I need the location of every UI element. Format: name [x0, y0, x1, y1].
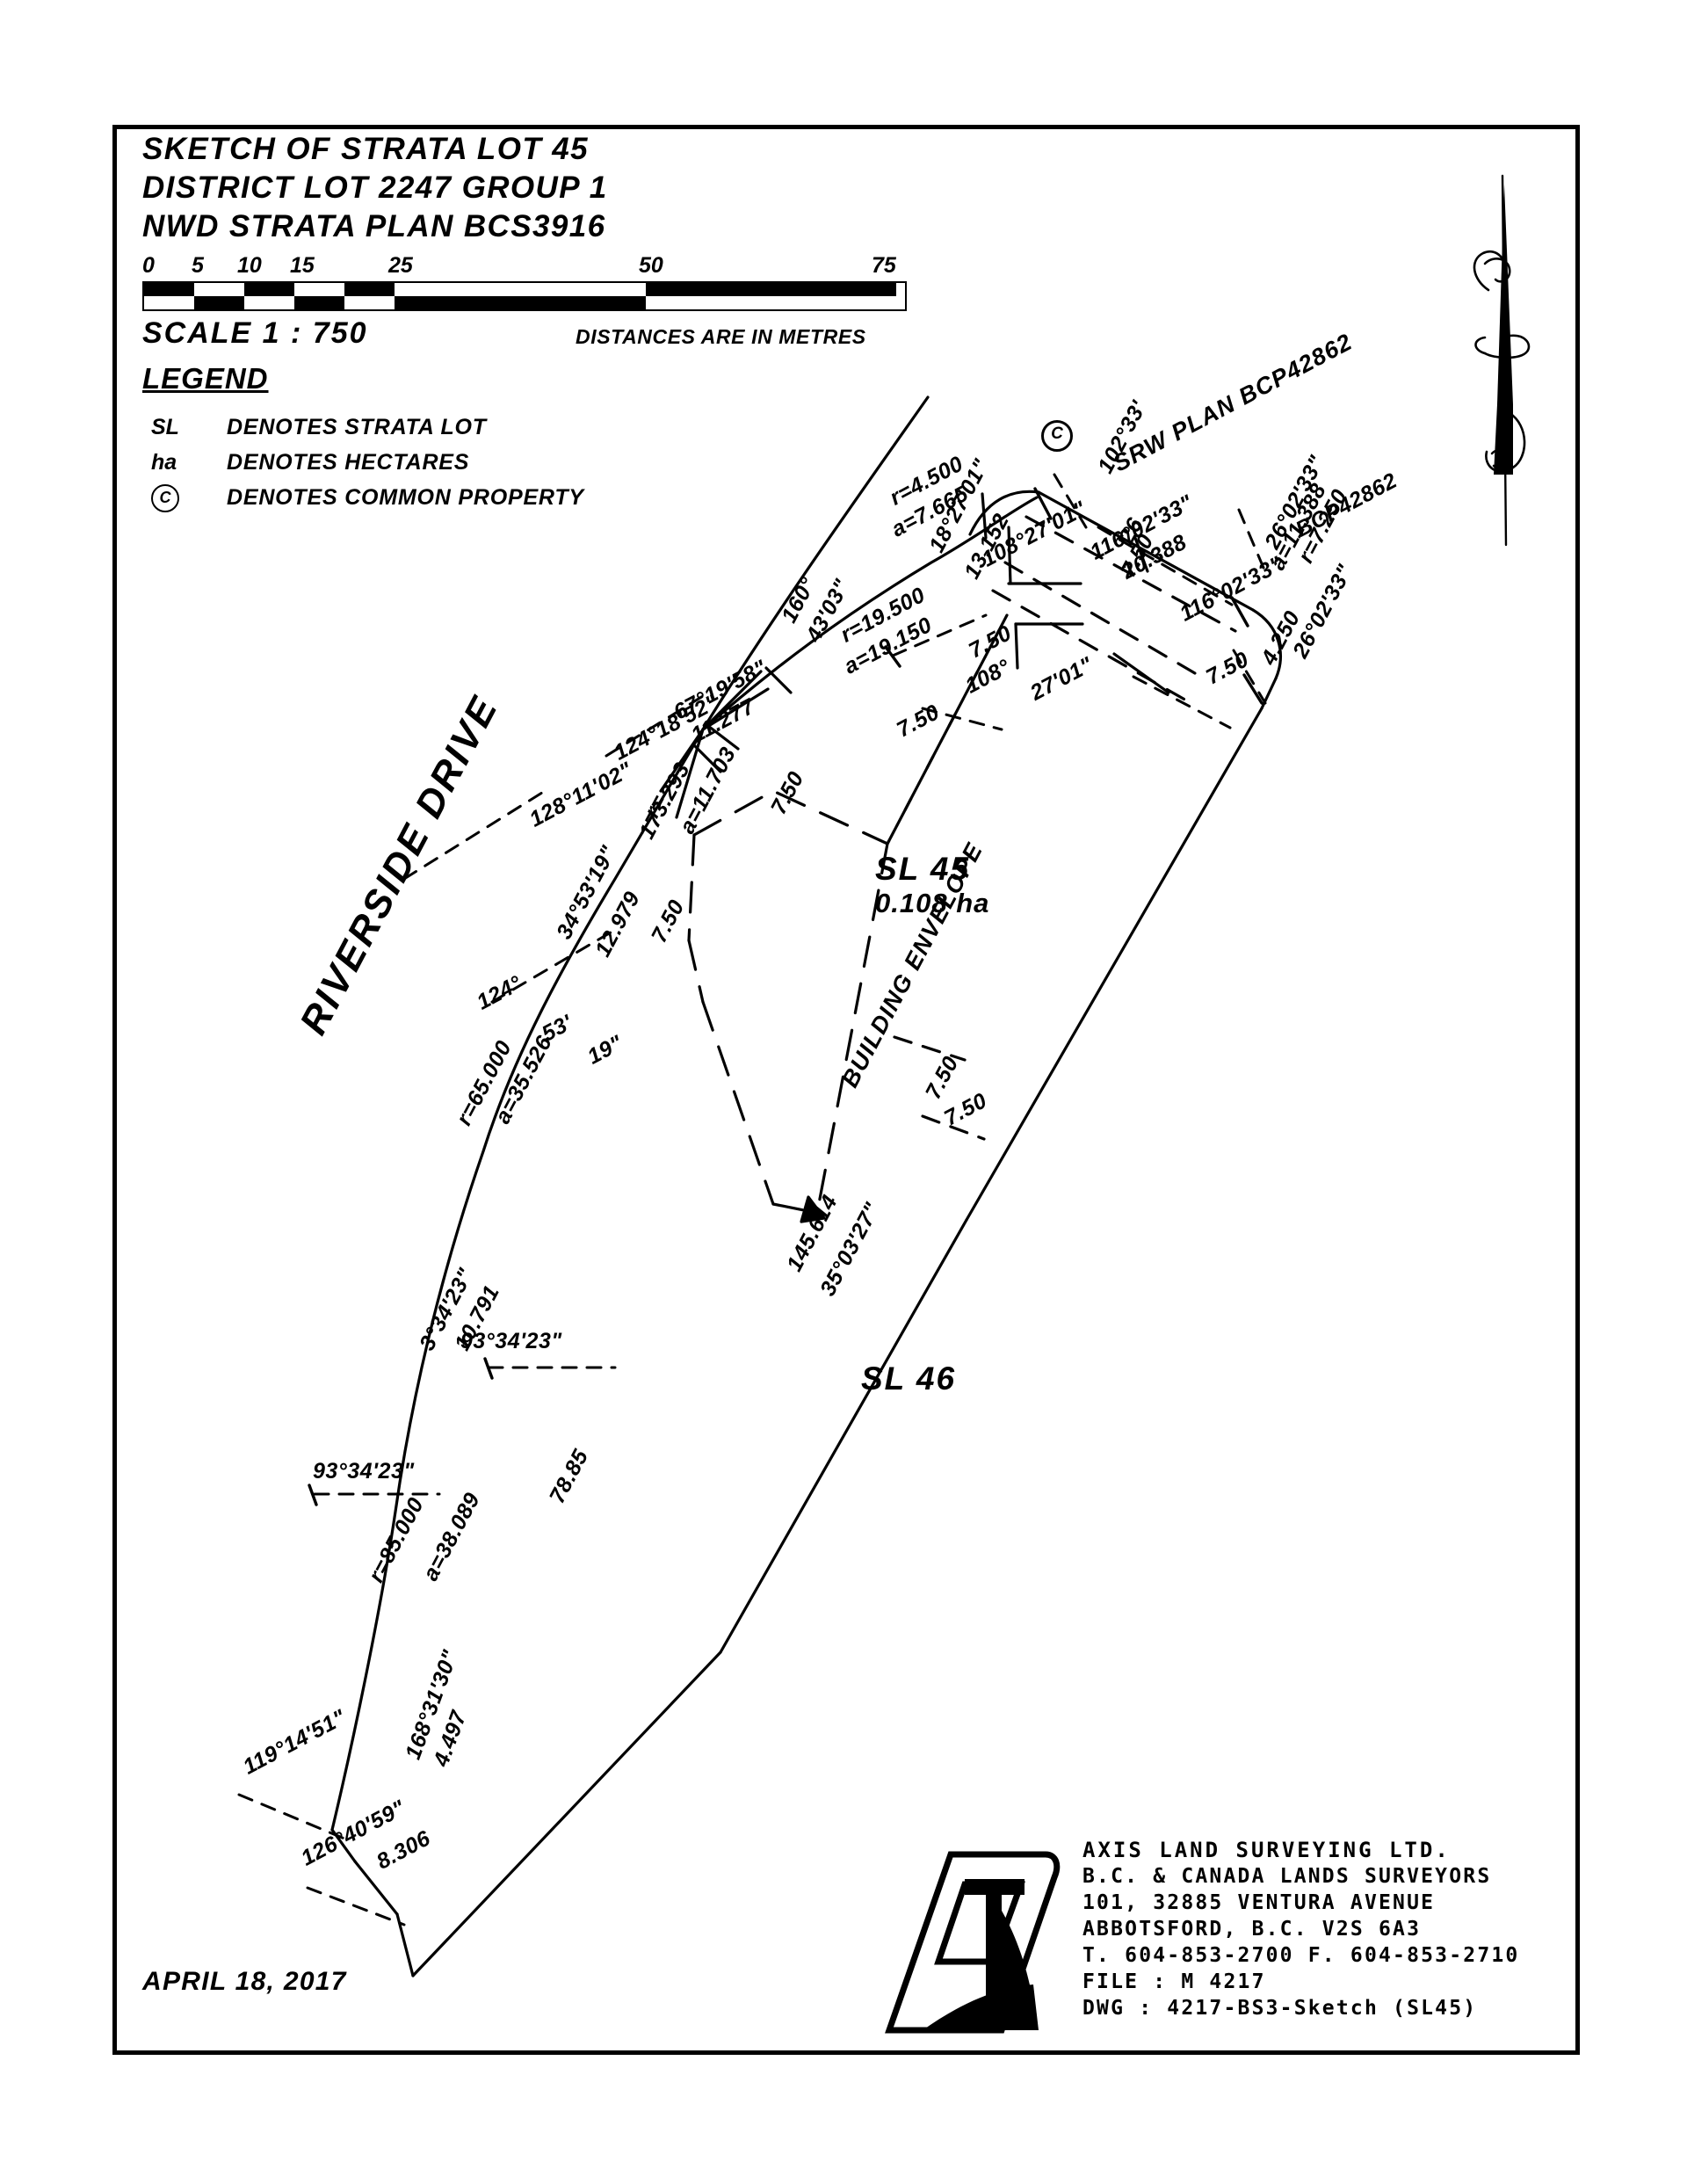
- legend-title: LEGEND: [142, 362, 269, 395]
- road-seg-a: [353, 1860, 399, 1916]
- vertex-leader-2: [701, 670, 763, 731]
- dimension-ticks: [308, 487, 1263, 1506]
- drawing-border: [112, 125, 1580, 2055]
- lot-area-sl45: 0.108 ha: [875, 888, 990, 918]
- lot-offset-line-5: [1112, 652, 1170, 694]
- lot-label-sl45: SL 45 0.108 ha: [875, 851, 989, 919]
- legend-key-common-property: C: [151, 483, 227, 512]
- drawing-number: DWG : 4217-BS3-Sketch (SL45): [1082, 1997, 1478, 2020]
- vertex-leader-3: [659, 728, 705, 793]
- vertex-leader-4: [675, 728, 705, 819]
- road-boundary-line: [330, 395, 930, 1832]
- distances-note: DISTANCES ARE IN METRES: [576, 325, 866, 348]
- scale-text: SCALE 1 : 750: [142, 316, 368, 350]
- lot-offset-line-7: [1133, 536, 1149, 573]
- file-number: FILE : M 4217: [1082, 1970, 1266, 1993]
- plan-title-line-1: SKETCH OF STRATA LOT 45: [142, 132, 589, 166]
- scale-tick-5: 5: [192, 253, 204, 278]
- north-arc-top: [968, 490, 1040, 536]
- legend-desc-ha: DENOTES HECTARES: [227, 449, 470, 475]
- lot-offset-line-4: [1014, 622, 1019, 670]
- scale-tick-75: 75: [872, 253, 896, 278]
- company-qualification: B.C. & CANADA LANDS SURVEYORS: [1082, 1865, 1492, 1888]
- lot-offset-line-6: [981, 492, 988, 540]
- boundary-tick-3: [692, 744, 722, 773]
- company-address-line2: ABBOTSFORD, B.C. V2S 6A3: [1082, 1918, 1422, 1941]
- vertex-leader-1: [701, 687, 770, 731]
- srw-east-arc: [1251, 608, 1282, 680]
- north-boundary-curve: [701, 496, 1039, 731]
- legend-desc-sl: DENOTES STRATA LOT: [227, 414, 487, 439]
- legend-list: SL DENOTES STRATA LOT ha DENOTES HECTARE…: [151, 410, 584, 515]
- boundary-tick-2: [706, 724, 740, 751]
- offset-dash-lines: [893, 1035, 986, 1141]
- company-title-block: AXIS LAND SURVEYING LTD. B.C. & CANADA L…: [1082, 1837, 1519, 2021]
- scale-tick-15: 15: [290, 253, 315, 278]
- boundary-tick-1: [764, 666, 793, 694]
- plan-title-block: SKETCH OF STRATA LOT 45 DISTRICT LOT 224…: [142, 130, 608, 246]
- lot-offset-line-1: [1007, 526, 1012, 585]
- plan-title-line-3: NWD STRATA PLAN BCS3916: [142, 209, 606, 243]
- scale-bar-ticks: 0 5 10 15 25 50 75: [142, 253, 907, 281]
- plan-date: APRIL 18, 2017: [142, 1967, 347, 1996]
- scale-tick-25: 25: [388, 253, 413, 278]
- lot-label-sl46: SL 46: [861, 1360, 956, 1397]
- lot-name-sl46: SL 46: [861, 1360, 957, 1397]
- lot-name-sl45: SL 45: [875, 851, 971, 887]
- common-property-icon: C: [151, 483, 179, 512]
- building-envelope-arrow: [800, 1195, 826, 1223]
- company-phone: T. 604-853-2700 F. 604-853-2710: [1082, 1944, 1520, 1967]
- legend-key-sl: SL: [151, 414, 179, 439]
- scale-bar: 0 5 10 15 25 50 75: [142, 253, 907, 311]
- company-name: AXIS LAND SURVEYING LTD.: [1082, 1838, 1451, 1862]
- east-boundary-line: [1260, 677, 1278, 710]
- north-arrow-icon: [1473, 174, 1531, 547]
- bearing-distance-label-a43: 93°34'23": [460, 1329, 562, 1353]
- bearing-leader-dashes: [237, 473, 1267, 1926]
- common-property-mark-1: C: [1041, 420, 1073, 452]
- srw-boundary-line: [1037, 490, 1255, 612]
- legend-item-common-property: C DENOTES COMMON PROPERTY: [151, 480, 584, 515]
- legend-item-sl: SL DENOTES STRATA LOT: [151, 410, 584, 445]
- bearing-distance-label-a46: 93°34'23": [313, 1459, 415, 1484]
- sl45-sl46-division: [719, 1218, 968, 1654]
- legend-desc-common-property: DENOTES COMMON PROPERTY: [227, 484, 584, 510]
- scale-bar-graphic: [142, 281, 907, 311]
- scale-tick-10: 10: [237, 253, 262, 278]
- scale-tick-0: 0: [142, 253, 155, 278]
- building-envelope-outline: [687, 613, 1009, 1215]
- scale-tick-50: 50: [639, 253, 663, 278]
- legend-key-ha: ha: [151, 449, 177, 475]
- plan-title-line-2: DISTRICT LOT 2247 GROUP 1: [142, 171, 608, 205]
- legend-item-ha: ha DENOTES HECTARES: [151, 445, 584, 480]
- lower-south-boundary: [411, 1651, 722, 1977]
- company-address-line1: 101, 32885 VENTURA AVENUE: [1082, 1891, 1436, 1914]
- axis-logo-icon: [885, 1851, 1061, 2034]
- sl45-east-boundary: [965, 707, 1263, 1222]
